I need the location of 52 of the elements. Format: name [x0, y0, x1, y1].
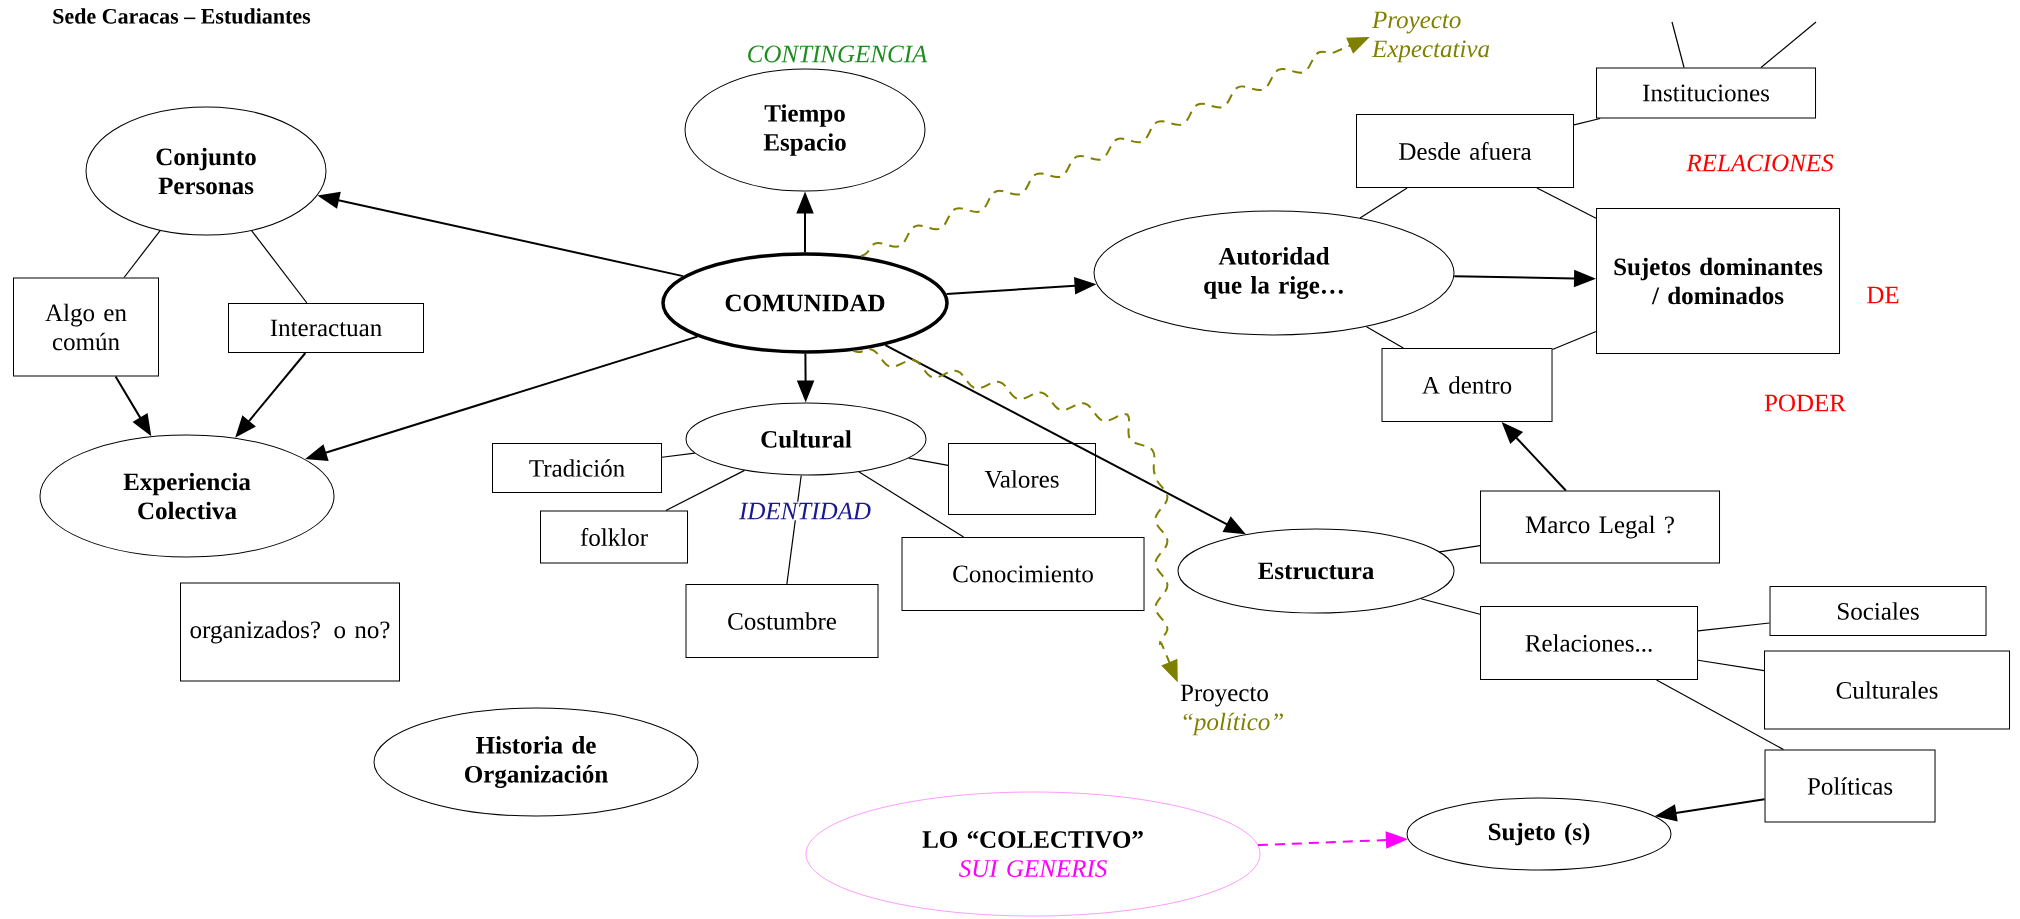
- title: Sede Caracas – Estudiantes: [53, 8, 311, 24]
- connector-line: [123, 230, 161, 279]
- connector-line: [251, 230, 308, 304]
- text-box: Algo en común: [13, 277, 159, 377]
- annotation-label: RELACIONES: [1686, 154, 1834, 172]
- connector-line: [1359, 187, 1408, 219]
- connector-line: [1420, 598, 1481, 615]
- annotation-label: DE: [1867, 286, 1899, 304]
- ellipse-node: Estructura: [1177, 528, 1455, 614]
- text-box: Instituciones: [1596, 67, 1816, 119]
- annotation-label: PODER: [1764, 394, 1846, 412]
- text-box: A dentro: [1381, 348, 1553, 422]
- ellipse-node: Sujeto (s): [1406, 797, 1672, 871]
- ellipse-node: Experiencia Colectiva: [39, 434, 335, 558]
- text-box: Interactuan: [228, 303, 424, 353]
- text-box: Sujetos dominantes / dominados: [1596, 208, 1840, 354]
- ellipse-node: Conjunto Personas: [85, 106, 327, 236]
- text-box: Relaciones...: [1480, 606, 1698, 680]
- text-box: Conocimiento: [901, 537, 1145, 611]
- connector-line: [1439, 544, 1481, 553]
- connector-line: [665, 469, 746, 512]
- ellipse-node: Tiempo Espacio: [684, 68, 926, 192]
- text-box: Costumbre: [685, 584, 879, 658]
- connector-line: [1551, 330, 1597, 351]
- connector-line: [1365, 326, 1404, 349]
- text-box: Sociales: [1769, 586, 1987, 636]
- text-box: organizados? o no?: [180, 582, 400, 682]
- connector-line: [1760, 21, 1817, 69]
- ellipse-node: Cultural: [685, 402, 927, 476]
- connector-line: [1536, 187, 1597, 219]
- connector-line: [1671, 21, 1685, 69]
- text-box: Tradición: [492, 443, 662, 493]
- ellipse-node: LO “COLECTIVO” SUI GENERIS: [805, 791, 1261, 917]
- text-box: Desde afuera: [1356, 114, 1574, 188]
- text-box: Políticas: [1764, 749, 1936, 823]
- text-box: folklor: [540, 510, 688, 564]
- annotation-label: CONTINGENCIA: [748, 45, 928, 63]
- ellipse-node: COMUNIDAD: [661, 252, 949, 354]
- bare-text: Proyecto Expectativa: [1371, 11, 1490, 63]
- annotation-label: IDENTIDAD: [738, 502, 871, 520]
- connector-line: [661, 452, 696, 458]
- connector-line: [1697, 659, 1765, 672]
- text-box: Marco Legal ?: [1480, 490, 1720, 564]
- text-box: Valores: [948, 443, 1096, 515]
- text-box: Culturales: [1764, 650, 2011, 730]
- connector-line: [908, 457, 949, 466]
- connector-line: [1697, 622, 1771, 632]
- connector-line: [1573, 117, 1601, 126]
- ellipse-node: Historia de Organización: [373, 707, 699, 817]
- bare-text: Proyecto “político”: [1180, 684, 1283, 736]
- connector-line: [1655, 679, 1785, 751]
- ellipse-node: Autoridad que la rige…: [1093, 210, 1455, 336]
